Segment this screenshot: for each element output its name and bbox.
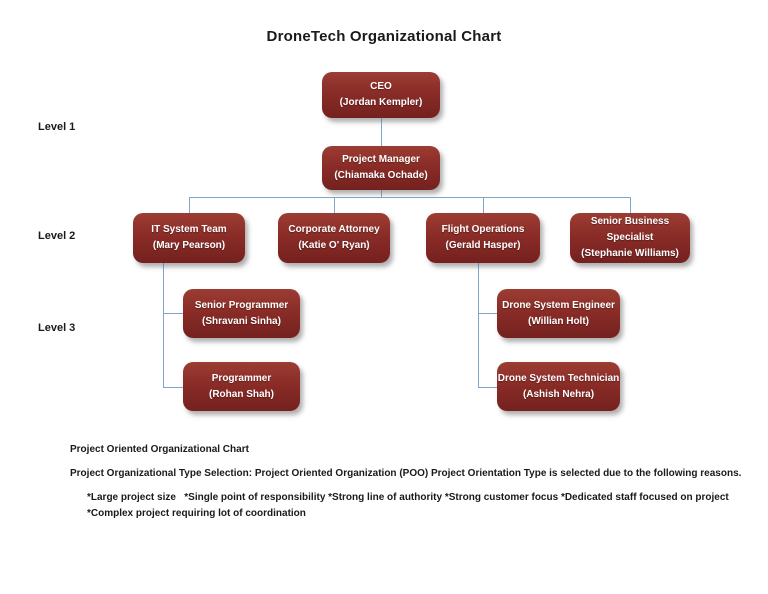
org-node-project-manager: Project Manager (Chiamaka Ochade) [322,146,440,190]
node-role: Senior Programmer [194,299,289,311]
org-node-programmer: Programmer (Rohan Shah) [183,362,300,411]
org-node-drone-system-technician: Drone System Technician (Ashish Nehra) [497,362,620,411]
connector-drop-flight [483,197,484,213]
org-node-drone-system-engineer: Drone System Engineer (Willian Holt) [497,289,620,338]
node-person: (Ashish Nehra) [522,388,595,400]
node-role: Flight Operations [441,224,525,235]
connector-flight-dst [478,387,497,388]
node-person: (Katie O' Ryan) [298,240,370,251]
footer-note-2: Project Organizational Type Selection: P… [70,468,742,479]
node-role: Programmer [211,372,272,384]
org-node-it-system-team: IT System Team (Mary Pearson) [133,213,245,263]
node-role: Corporate Attorney [288,224,380,235]
level-2-label: Level 2 [38,230,76,242]
node-role: Drone System Technician [497,372,620,384]
node-person: (Shravani Sinha) [202,315,281,327]
page-title: DroneTech Organizational Chart [266,28,502,45]
org-node-senior-business-specialist: Senior Business Specialist (Stephanie Wi… [570,213,690,263]
node-person: (Mary Pearson) [152,240,226,251]
node-role: Project Manager [342,154,420,165]
connector-it-srprog [163,313,183,314]
node-person: (Rohan Shah) [209,388,274,400]
org-node-corporate-attorney: Corporate Attorney (Katie O' Ryan) [278,213,390,263]
node-person: (Gerald Hasper) [445,240,521,251]
org-node-flight-operations: Flight Operations (Gerald Hasper) [426,213,540,263]
footer-note-3: *Large project size *Single point of res… [87,492,729,503]
connector-it-prog [163,387,183,388]
connector-pm-stub [381,190,382,197]
node-role: CEO [370,81,392,92]
connector-drop-attorney [334,197,335,213]
org-node-senior-programmer: Senior Programmer (Shravani Sinha) [183,289,300,338]
connector-drop-sbs [630,197,631,213]
org-node-ceo: CEO (Jordan Kempler) [322,72,440,118]
node-person: (Chiamaka Ochade) [334,170,428,181]
connector-ceo-pm [381,118,382,146]
footer-note-4: *Complex project requiring lot of coordi… [87,508,306,519]
connector-it-trunk [163,263,164,387]
node-role: Senior Business Specialist [590,216,670,243]
level-3-label: Level 3 [38,322,76,334]
level-1-label: Level 1 [38,121,76,133]
connector-drop-it [189,197,190,213]
node-role: IT System Team [151,224,227,235]
node-person: (Willian Holt) [527,315,589,327]
node-person: (Stephanie Williams) [581,248,679,259]
footer-note-1: Project Oriented Organizational Chart [70,444,249,455]
connector-level2-bus [189,197,630,198]
node-person: (Jordan Kempler) [339,97,423,108]
node-role: Drone System Engineer [502,299,615,311]
connector-flight-trunk [478,263,479,387]
connector-flight-dse [478,313,497,314]
